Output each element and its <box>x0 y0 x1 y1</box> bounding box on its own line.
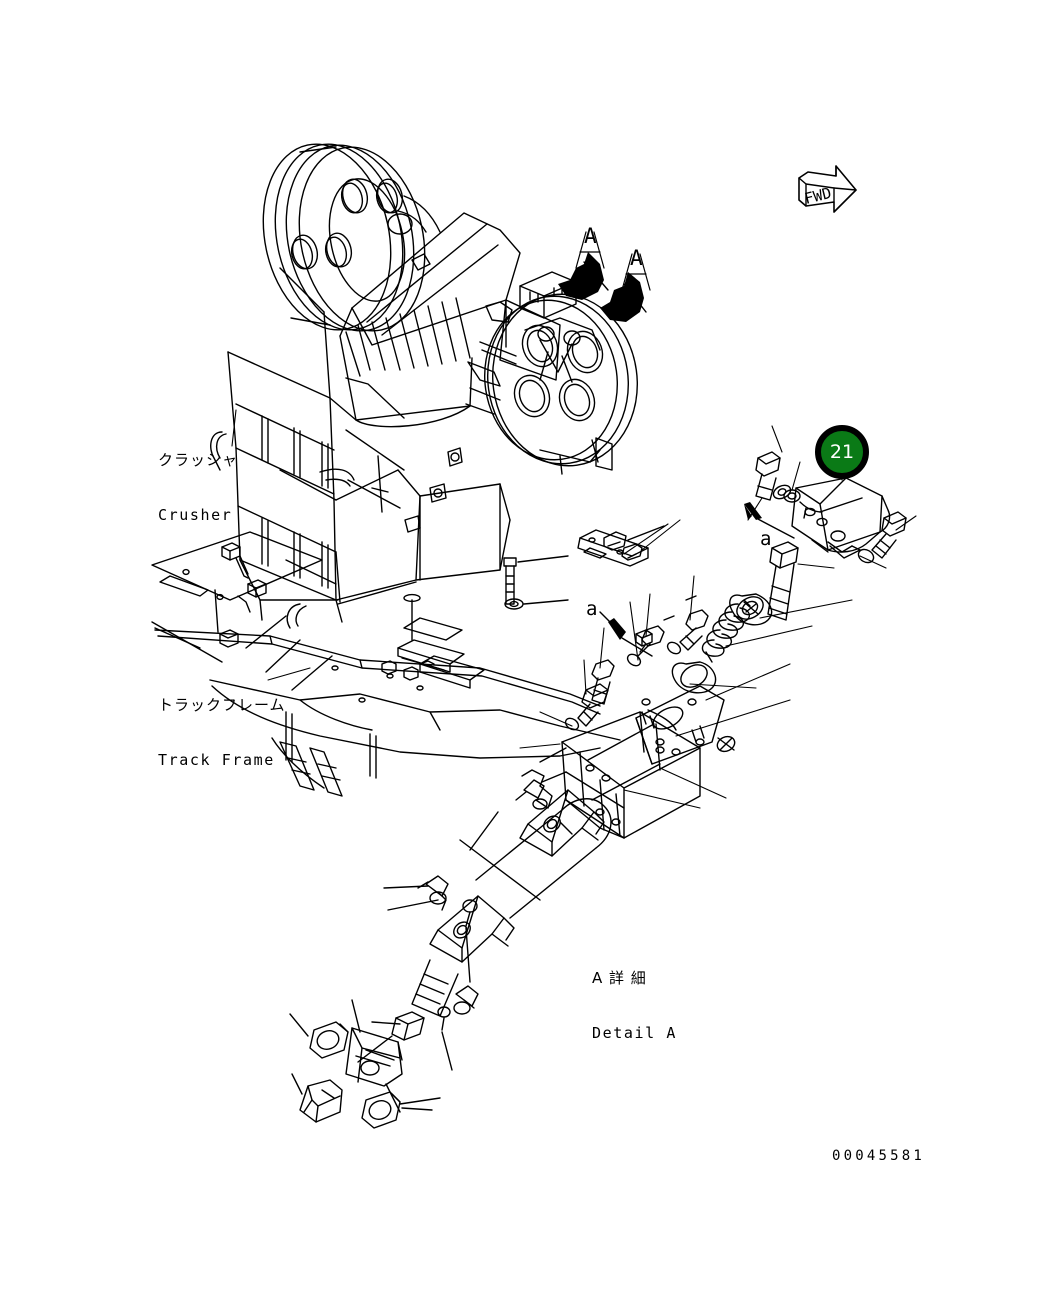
coil-spring <box>701 599 751 663</box>
label-track-frame-jp: トラックフレーム <box>158 695 286 714</box>
label-detail-a-en: Detail A <box>592 1024 678 1043</box>
label-crusher: クラッシャ Crusher <box>158 414 238 563</box>
label-crusher-jp: クラッシャ <box>158 450 239 469</box>
label-track-frame-en: Track Frame <box>158 751 275 770</box>
crusher-main-housing <box>279 212 561 428</box>
exploded-mount-assembly <box>539 451 907 839</box>
label-leaders <box>231 409 311 681</box>
label-detail-a-jp: A 詳 細 <box>592 968 647 987</box>
section-arrow-a2-line <box>623 283 647 313</box>
fwd-arrow-marker <box>798 165 857 213</box>
section-arrow-a1 <box>558 252 604 300</box>
detail-marker-a2-label: a <box>586 598 599 620</box>
detail-arrow-a1-line <box>755 517 795 539</box>
section-arrow-a2 <box>600 272 644 322</box>
detail-arrow-a2-line <box>599 611 653 657</box>
crusher-flywheel-right <box>465 271 638 475</box>
label-detail-a: A 詳 細 Detail A <box>592 932 677 1081</box>
detail-marker-a1-label: a <box>760 528 773 550</box>
crusher-support-frame <box>210 351 511 629</box>
detail-arrow-a2 <box>608 618 626 640</box>
crusher-flywheel-left <box>262 143 441 332</box>
drawing-number: 00045581 <box>832 1148 926 1164</box>
track-frame <box>151 531 621 797</box>
section-marker-a2-label: A <box>630 246 645 270</box>
detail-arrow-a1 <box>744 502 762 520</box>
leader-lines <box>519 425 917 809</box>
bottom-clamp-parts <box>289 999 441 1129</box>
label-crusher-en: Crusher <box>158 506 233 525</box>
callout-badge-21[interactable]: 21 <box>815 425 869 479</box>
detail-a-rod-assembly <box>357 769 612 1071</box>
section-marker-legs <box>575 231 651 291</box>
section-arrow-a1-line <box>583 261 609 291</box>
crusher-linkage-parts <box>371 253 513 533</box>
section-marker-a1-label: A <box>584 224 599 248</box>
label-track-frame: トラックフレーム Track Frame <box>158 659 286 808</box>
callout-badge-21-number: 21 <box>829 441 855 463</box>
